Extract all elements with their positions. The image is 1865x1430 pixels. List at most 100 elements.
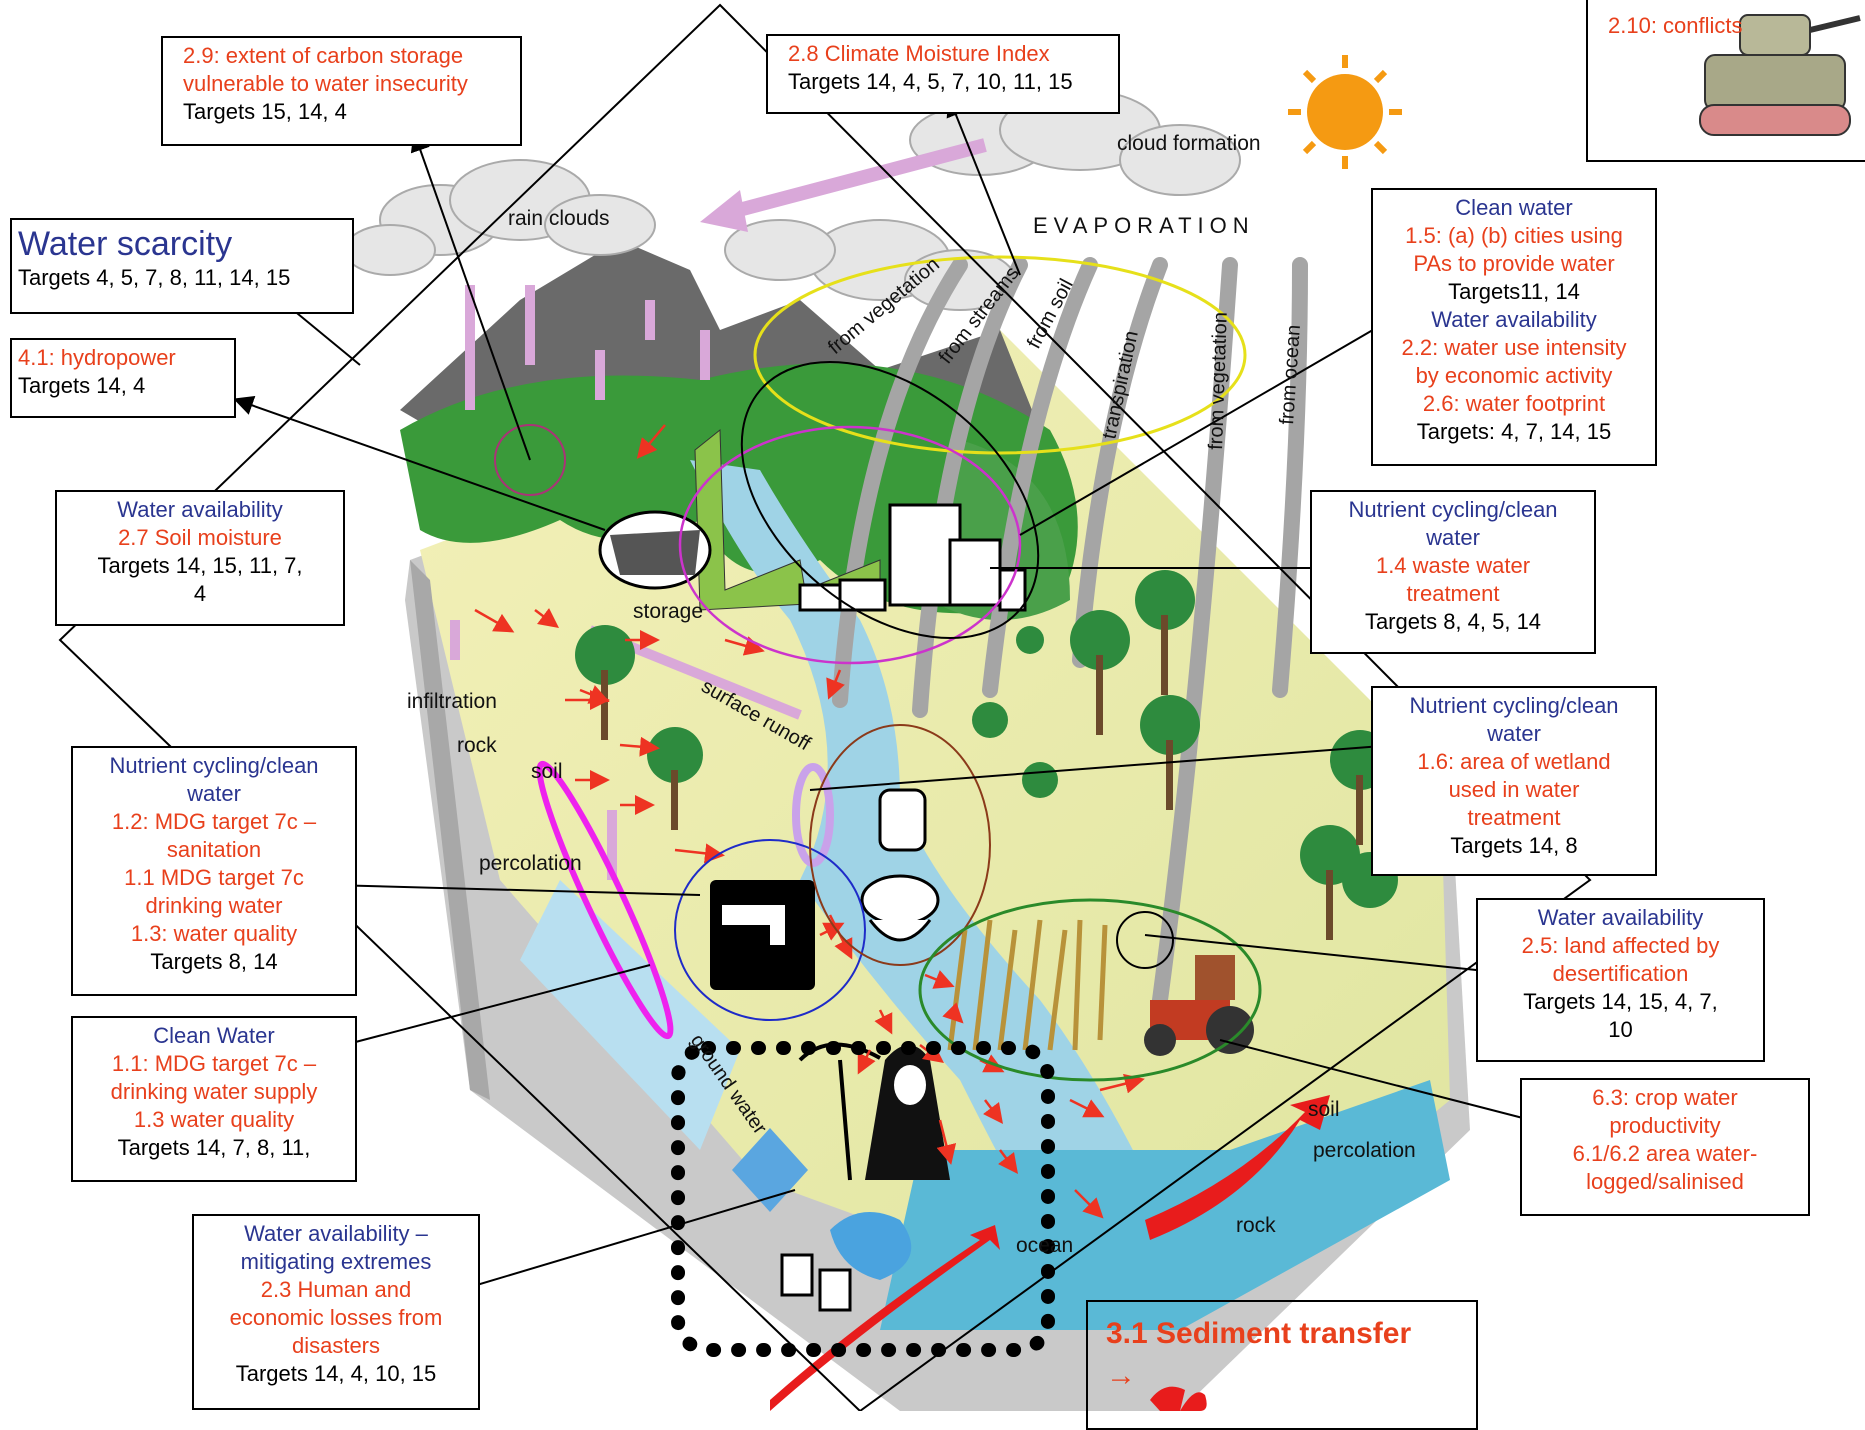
tractor	[1144, 955, 1254, 1056]
wetland-targets: Targets 14, 8	[1450, 833, 1578, 858]
wetland-heading-line2: water	[1487, 721, 1541, 746]
wetland-indicator-line3: treatment	[1467, 805, 1561, 830]
label-rain-clouds: rain clouds	[508, 207, 610, 230]
box-hydropower: 4.1: hydropower Targets 14, 4	[10, 338, 236, 418]
wetland-heading-line1: Nutrient cycling/clean	[1409, 693, 1619, 718]
soil-moisture-targets-line2: 4	[193, 581, 207, 606]
sanitation-heading-line1: Nutrient cycling/clean	[109, 753, 319, 778]
terrain-block	[400, 240, 1470, 1411]
disaster-losses-line1: 2.3 Human and	[260, 1277, 412, 1302]
cloud-transfer-arrow	[718, 138, 987, 222]
extremes-heading-line1: Water availability –	[244, 1221, 428, 1246]
sediment-arrows	[770, 1095, 1330, 1411]
crop-indicator-line1: 6.3: crop water	[1592, 1085, 1738, 1110]
disaster-losses-line2: economic losses from	[229, 1305, 443, 1330]
cities-indicator-line1: 1.5: (a) (b) cities using	[1405, 223, 1623, 248]
clouds	[344, 89, 1241, 311]
clean-water-supply-targets: Targets 14, 7, 8, 11,	[117, 1135, 311, 1160]
sanitation-indicator-line1: 1.2: MDG target 7c –	[111, 809, 317, 834]
water-scarcity-title: Water scarcity	[18, 225, 233, 263]
waste-water-indicator-line2: treatment	[1406, 581, 1500, 606]
desertification-heading: Water availability	[1537, 905, 1704, 930]
box-mitigating-extremes: Water availability – mitigating extremes…	[192, 1214, 480, 1410]
label-percolation-1: percolation	[479, 852, 582, 875]
crop-indicator-line2: productivity	[1609, 1113, 1721, 1138]
box-wetland: Nutrient cycling/clean water 1.6: area o…	[1371, 686, 1657, 876]
sanitation-targets: Targets 8, 14	[150, 949, 278, 974]
box-water-scarcity: Water scarcity Targets 4, 5, 7, 8, 11, 1…	[10, 218, 354, 314]
availability-targets: Targets: 4, 7, 14, 15	[1416, 419, 1612, 444]
waterlogged-indicator-line1: 6.1/6.2 area water-	[1572, 1141, 1758, 1166]
climate-indicator: 2.8 Climate Moisture Index	[788, 41, 1050, 66]
water-footprint-indicator: 2.6: water footprint	[1422, 391, 1606, 416]
label-soil-2: soil	[1308, 1098, 1340, 1121]
label-rock-2: rock	[1236, 1214, 1276, 1237]
sanitation-indicator-line2: sanitation	[166, 837, 262, 862]
label-ocean: ocean	[1016, 1234, 1073, 1257]
label-from-vegetation-2: from vegetation	[1205, 312, 1232, 451]
cities-indicator-line2: PAs to provide water	[1413, 251, 1615, 276]
wetland-indicator-line1: 1.6: area of wetland	[1417, 749, 1611, 774]
box-waste-water: Nutrient cycling/clean water 1.4 waste w…	[1310, 490, 1596, 654]
box-clean-water-supply: Clean Water 1.1: MDG target 7c – drinkin…	[71, 1016, 357, 1182]
sanitation-heading-line2: water	[187, 781, 241, 806]
tap-icon	[710, 880, 815, 990]
connector-arrows	[233, 96, 1554, 1296]
soil-moisture-targets-line1: Targets 14, 15, 11, 7,	[97, 553, 303, 578]
waste-water-targets: Targets 8, 4, 5, 14	[1364, 609, 1542, 634]
carbon-targets: Targets 15, 14, 4	[183, 99, 347, 124]
water-quality-indicator: 1.3: water quality	[130, 921, 298, 946]
label-rock-1: rock	[457, 734, 497, 757]
tank-icon	[1699, 14, 1861, 136]
water-scarcity-targets: Targets 4, 5, 7, 8, 11, 14, 15	[18, 265, 291, 290]
cities-targets: Targets11, 14	[1448, 279, 1580, 304]
climate-targets: Targets 14, 4, 5, 7, 10, 11, 15	[788, 69, 1073, 94]
toilet-icon	[860, 788, 940, 942]
flow-arrows	[474, 424, 1145, 1219]
hydropower-indicator: 4.1: hydropower	[18, 345, 176, 370]
drinking-water-indicator-line1: 1.1 MDG target 7c	[124, 865, 304, 890]
waste-water-heading-line1: Nutrient cycling/clean	[1348, 497, 1558, 522]
dam	[598, 510, 712, 590]
sediment-arrow: →	[1106, 1359, 1136, 1392]
conflicts-indicator: 2.10: conflicts	[1608, 13, 1743, 38]
soil-moisture-indicator: 2.7 Soil moisture	[118, 525, 282, 550]
sediment-title: 3.1 Sediment transfer	[1106, 1317, 1412, 1350]
dotted-extremes-frame	[671, 1041, 1055, 1357]
box-crop-water: 6.3: crop water productivity 6.1/6.2 are…	[1520, 1078, 1810, 1216]
box-carbon-storage: 2.9: extent of carbon storage vulnerable…	[161, 36, 522, 146]
disaster-losses-line3: disasters	[291, 1333, 381, 1358]
water-use-intensity-line1: 2.2: water use intensity	[1401, 335, 1627, 360]
clean-water-quality-indicator: 1.3 water quality	[133, 1107, 295, 1132]
desertification-targets-line1: Targets 14, 15, 4, 7,	[1523, 989, 1718, 1014]
soil-moisture-heading: Water availability	[117, 497, 283, 522]
clean-water-supply-heading: Clean Water	[153, 1023, 275, 1048]
label-soil-1: soil	[531, 760, 563, 783]
annotation-ellipses	[494, 255, 1262, 1082]
drinking-water-supply-line2: drinking water supply	[110, 1079, 318, 1104]
box-clean-water-cities: Clean water 1.5: (a) (b) cities using PA…	[1371, 188, 1657, 466]
box-conflicts: 2.10: conflicts	[1586, 0, 1865, 162]
box-sanitation: Nutrient cycling/clean water 1.2: MDG ta…	[71, 746, 357, 996]
waterlogged-indicator-line2: logged/salinised	[1586, 1169, 1744, 1194]
desertification-targets-line2: 10	[1608, 1017, 1633, 1042]
water-availability-heading: Water availability	[1431, 307, 1597, 332]
carbon-indicator-line2: vulnerable to water insecurity	[183, 71, 468, 96]
extremes-targets: Targets 14, 4, 10, 15	[235, 1361, 437, 1386]
hydropower-targets: Targets 14, 4	[18, 373, 146, 398]
sun	[1288, 55, 1402, 169]
water-use-intensity-line2: by economic activity	[1415, 363, 1613, 388]
label-percolation-2: percolation	[1313, 1139, 1416, 1162]
extremes-heading-line2: mitigating extremes	[240, 1249, 432, 1274]
diamond-outline	[58, 3, 1592, 1411]
box-desertification: Water availability 2.5: land affected by…	[1476, 898, 1765, 1062]
drinking-water-supply-line1: 1.1: MDG target 7c –	[111, 1051, 317, 1076]
label-cloud-formation: cloud formation	[1117, 132, 1261, 155]
desertification-indicator-line1: 2.5: land affected by	[1521, 933, 1720, 958]
clean-water-heading: Clean water	[1455, 195, 1573, 220]
waste-water-heading-line2: water	[1426, 525, 1480, 550]
label-storage: storage	[633, 600, 703, 623]
wheat-field	[947, 919, 1108, 1051]
drinking-water-indicator-line2: drinking water	[145, 893, 283, 918]
